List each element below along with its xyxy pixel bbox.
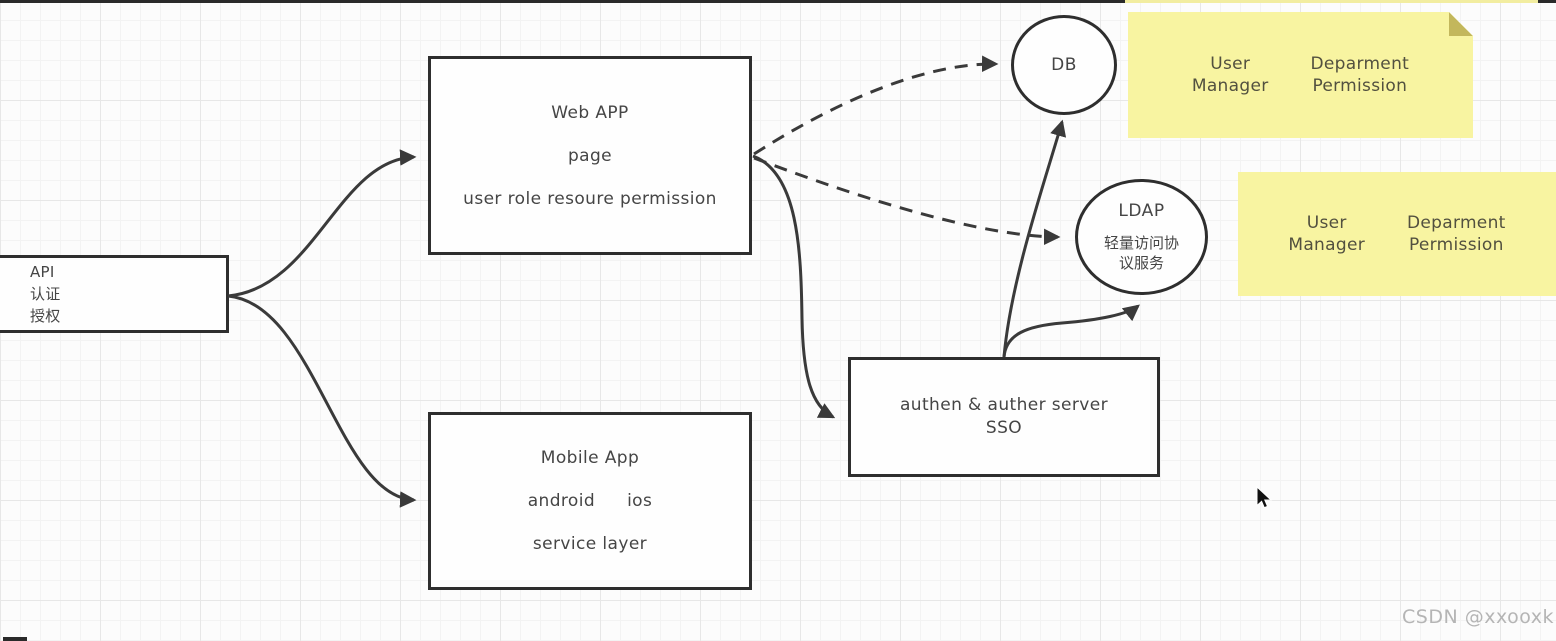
- node-sso-line1: authen & auther server: [899, 395, 1109, 415]
- top-edge-strip-yellow: [1125, 0, 1538, 3]
- node-api-line2: 认证: [30, 285, 61, 303]
- watermark-text: CSDN @xxooxk: [1402, 606, 1555, 628]
- arrow-webapp-to-db-dashed: [753, 55, 999, 156]
- node-ldap: LDAP 轻量访问协 议服务: [1075, 179, 1208, 295]
- node-mobile-app-platform-ios: ios: [627, 491, 653, 511]
- node-web-app-line2: page: [567, 145, 613, 166]
- note-label: User: [1210, 54, 1251, 74]
- node-web-app: Web APP page user role resoure permissio…: [428, 56, 752, 255]
- sticky-note-bottom: User Manager Deparment Permission: [1238, 172, 1556, 296]
- note-fold-corner-icon: [1449, 12, 1473, 36]
- node-sso-line2: SSO: [985, 418, 1023, 438]
- note-label: Deparment: [1407, 213, 1506, 233]
- note-label: Permission: [1312, 76, 1408, 96]
- node-ldap-zh-line1: 轻量访问协: [1103, 234, 1179, 252]
- mouse-cursor-icon: [1256, 486, 1273, 509]
- node-mobile-app-platform-android: android: [527, 491, 596, 511]
- sticky-note-bottom-col2: Deparment Permission: [1407, 212, 1506, 256]
- arrow-api-to-mobile: [227, 294, 417, 508]
- bottom-edge-mark: [3, 637, 27, 641]
- node-db-label: DB: [1051, 55, 1077, 75]
- node-mobile-app: Mobile App android ios service layer: [428, 412, 752, 590]
- arrow-webapp-to-sso: [752, 154, 836, 419]
- node-mobile-app-title: Mobile App: [540, 448, 640, 468]
- sticky-note-top-col1: User Manager: [1192, 53, 1269, 97]
- node-mobile-app-line3: service layer: [532, 534, 648, 554]
- note-label: Permission: [1408, 235, 1504, 255]
- note-label: User: [1306, 213, 1347, 233]
- note-label: Deparment: [1310, 54, 1410, 74]
- node-ldap-title: LDAP: [1118, 201, 1165, 221]
- node-ldap-zh-line2: 议服务: [1118, 254, 1164, 272]
- sticky-note-top-col2: Deparment Permission: [1311, 53, 1410, 97]
- top-edge-strip-right: [1538, 0, 1556, 3]
- node-api: API 认证 授权: [0, 255, 229, 333]
- arrow-webapp-to-ldap-dashed: [753, 156, 1061, 246]
- arrow-sso-to-db: [1002, 119, 1067, 358]
- arrow-sso-to-ldap: [1002, 304, 1140, 358]
- top-edge-strip: [0, 0, 1125, 3]
- node-db: DB: [1011, 15, 1117, 115]
- node-api-line1: API: [30, 263, 55, 281]
- sticky-note-bottom-col1: User Manager: [1288, 212, 1365, 256]
- sticky-note-top: User Manager Deparment Permission: [1128, 12, 1473, 138]
- note-label: Manager: [1288, 235, 1365, 255]
- node-api-line3: 授权: [30, 307, 61, 325]
- node-web-app-title: Web APP: [551, 102, 629, 123]
- node-mobile-app-platforms: android ios: [528, 491, 653, 511]
- node-web-app-line3: user role resoure permission: [463, 188, 717, 209]
- arrow-api-to-webapp: [227, 149, 417, 298]
- note-label: Manager: [1191, 76, 1269, 96]
- node-sso-server: authen & auther server SSO: [848, 357, 1160, 477]
